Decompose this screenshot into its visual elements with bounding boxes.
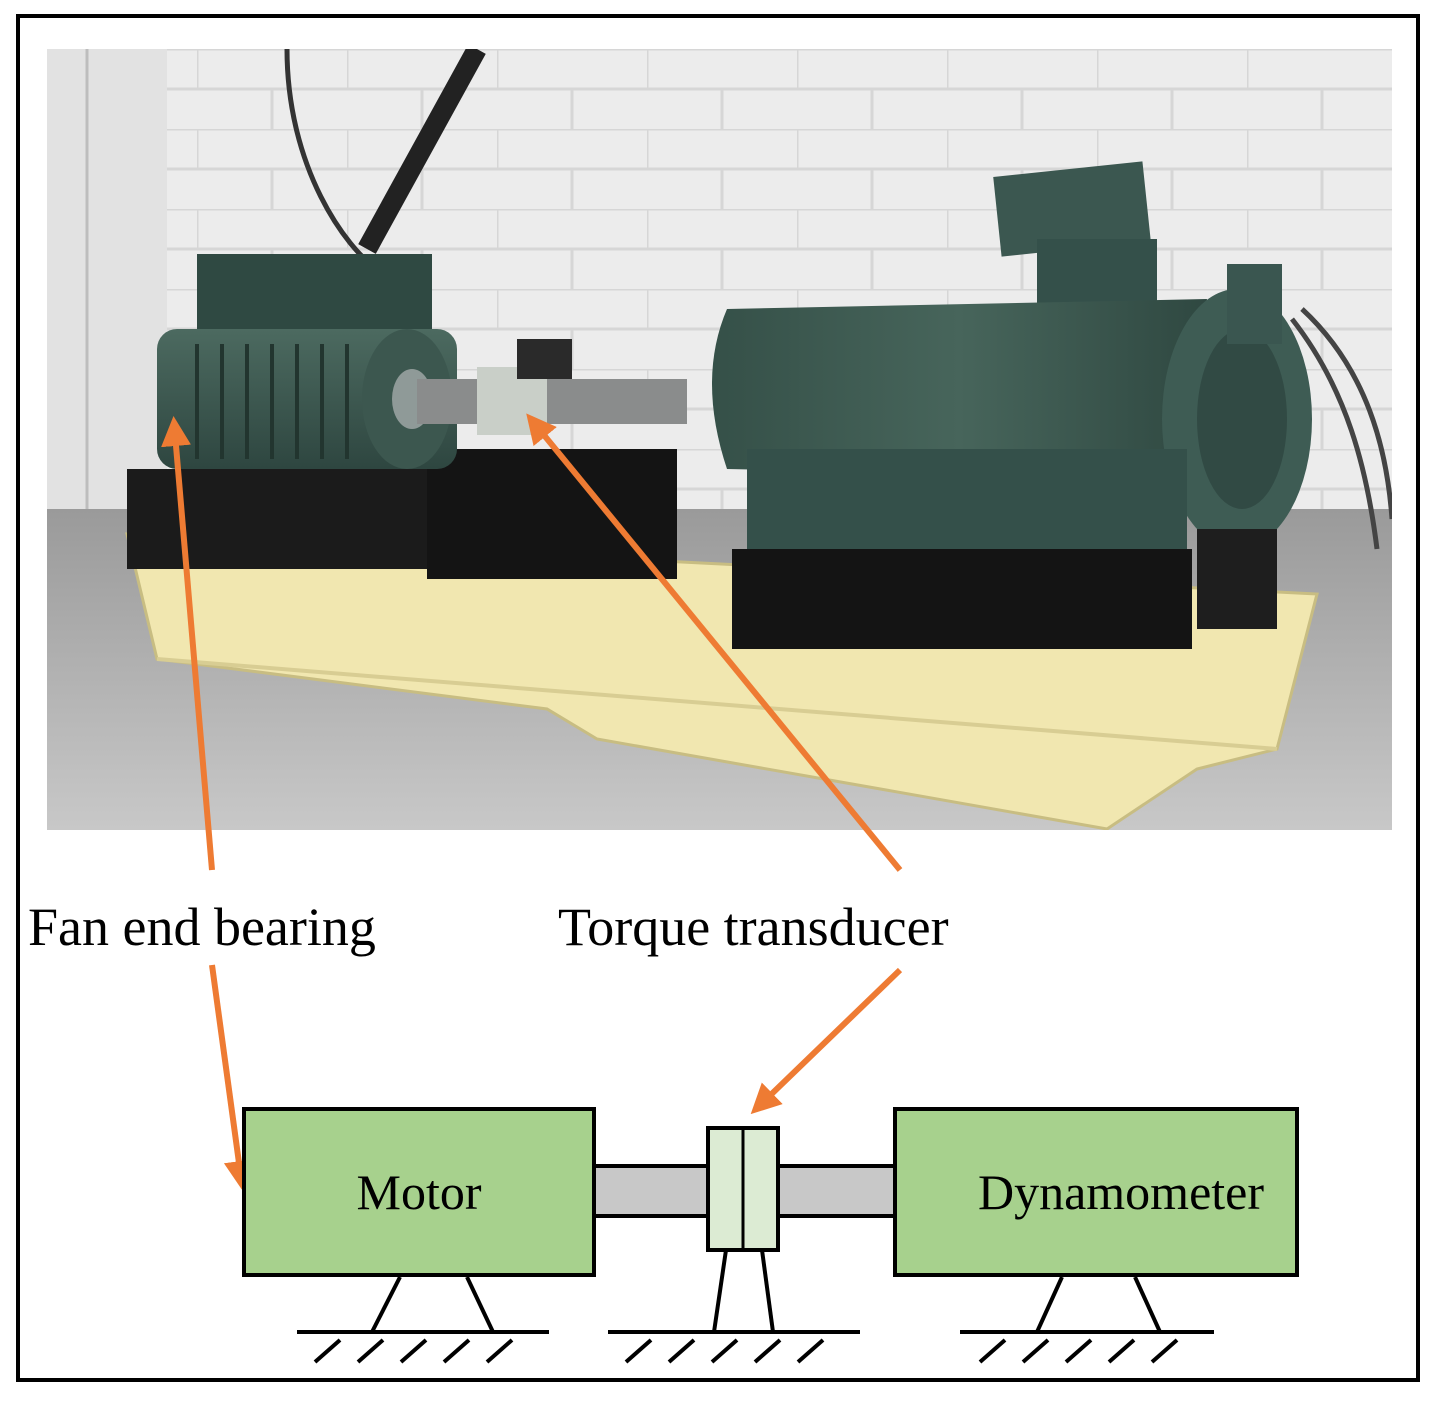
torque-transducer-label: Torque transducer — [558, 897, 949, 957]
test-rig-photo — [47, 49, 1392, 830]
transducer-support — [608, 1249, 860, 1364]
motor-label: Motor — [356, 1164, 482, 1220]
dynamometer-label: Dynamometer — [977, 1164, 1264, 1220]
fan-bearing-photo-arrow — [161, 416, 215, 871]
fan-end-bearing-label: Fan end bearing — [28, 897, 376, 957]
motor-support — [297, 1276, 549, 1364]
motor-shaft — [592, 1164, 712, 1218]
fan-bearing-schematic-arrow — [209, 964, 254, 1191]
torque-photo-arrow — [526, 413, 903, 872]
motor-box: Motor — [242, 1107, 596, 1277]
dynamometer-box: Dynamometer — [893, 1107, 1299, 1277]
torque-schematic-arrow — [750, 967, 903, 1115]
dynamometer-support — [960, 1276, 1214, 1364]
dyno-shaft — [774, 1164, 898, 1218]
